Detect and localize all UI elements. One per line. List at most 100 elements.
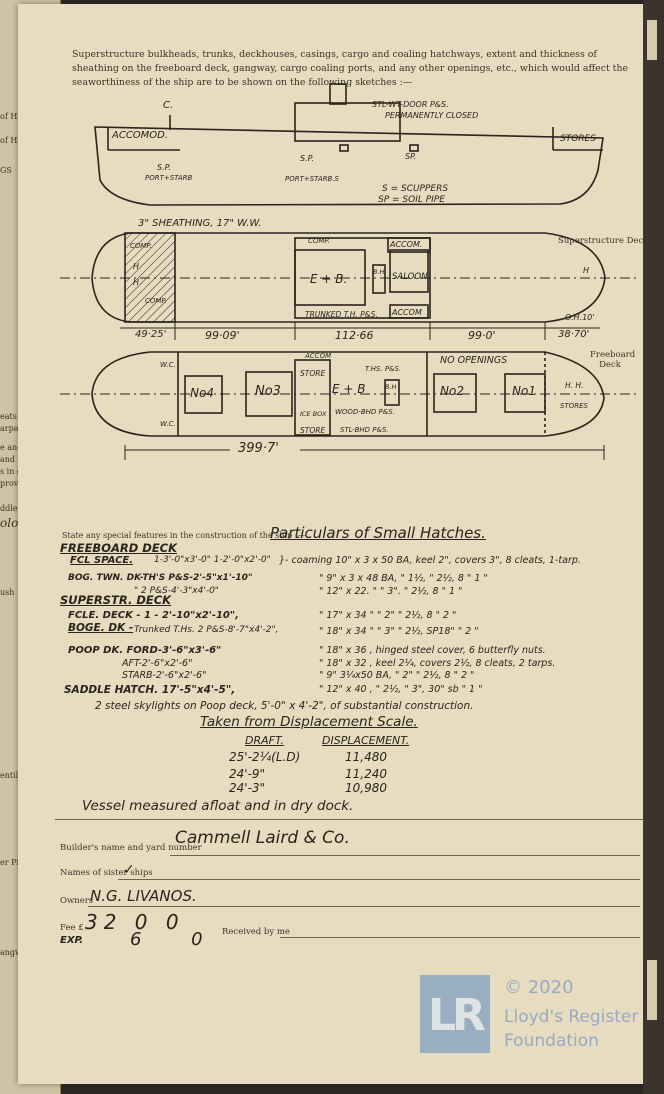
- displacement-value: 11,480: [345, 750, 387, 764]
- saloon-label: SALOON: [392, 272, 428, 282]
- superstructure-plan: [91, 232, 606, 323]
- divider: [55, 819, 644, 820]
- hatch-name: POOP DK. FORD-3'-6"x3'-6": [68, 645, 222, 656]
- displacement-value: 11,240: [345, 767, 387, 781]
- stores-label: STORES: [560, 134, 596, 144]
- displacement-header: DISPLACEMENT.: [322, 734, 410, 747]
- special-features-title: Particulars of Small Hatches.: [270, 524, 486, 542]
- hatch-name: SADDLE HATCH. 17'-5"x4'-5",: [64, 684, 236, 696]
- tunnel-hatch-label: T.HS. P&S.: [365, 365, 402, 373]
- displacement-value: 10,980: [345, 781, 387, 795]
- soil-pipe-legend: SP = SOIL PIPE: [378, 195, 445, 205]
- edge-fragment: of Ha: [0, 136, 23, 145]
- displacement-title: Taken from Displacement Scale.: [200, 714, 418, 730]
- edge-fragment: provid: [0, 479, 26, 488]
- hatch-h-label: H: [583, 266, 590, 275]
- edge-fragment: ush Bu: [0, 588, 28, 597]
- draft-header: DRAFT.: [245, 734, 284, 747]
- accom-label: ACCOM.: [390, 240, 423, 249]
- port-starb-label: PORT+STARB.S: [285, 175, 339, 183]
- watermark-year: © 2020: [504, 977, 574, 998]
- edge-fragment: arpaul: [0, 424, 27, 433]
- dimension: 99·09': [205, 329, 240, 342]
- funnel-label: C.: [163, 100, 174, 111]
- ice-box-label: ICE BOX: [300, 410, 327, 418]
- edge-fragment: eats: [0, 412, 17, 421]
- sister-ships-label: Names of sister ships: [60, 868, 153, 878]
- hatch-h-label: H: [133, 278, 140, 287]
- bulkhead-label: B.H: [373, 268, 385, 276]
- hatch-desc: " 12" x 40 , " 2½, " 3", 30" sb " 1 ": [319, 684, 483, 695]
- midship-house: [294, 102, 401, 142]
- received-label: Received by me: [222, 927, 290, 937]
- accom-label: ACCOM: [305, 352, 332, 360]
- edge-fragment: and we: [0, 455, 30, 464]
- port-starb-label: PORT+STARB: [145, 174, 193, 182]
- edge-fragment: olo: [0, 516, 19, 530]
- hatch-h-label: H: [133, 262, 140, 271]
- hatch-desc: " 9" x 3 x 48 BA, " 1½, " 2½, 8 " 1 ": [319, 573, 488, 584]
- hatch-desc: " 12" x 22. " " 3". " 2½, 8 " 1 ": [319, 586, 463, 597]
- right-binding-edge: [643, 0, 664, 1094]
- steel-bulkhead-label: STL-BHD P&S.: [340, 426, 389, 434]
- comp-label: COMP.: [130, 242, 152, 250]
- overhang-label: O.H.10': [565, 313, 595, 322]
- received-line: [280, 937, 640, 938]
- edge-fragment: GS: [0, 166, 12, 175]
- edge-fragment: angway: [0, 948, 32, 957]
- soil-pipe-label: S.P.: [300, 154, 314, 163]
- freeboard-deck-title: Freeboard Deck: [590, 350, 636, 370]
- hatch-desc: " 18" x 36 , hinged steel cover, 6 butte…: [319, 645, 546, 656]
- hatch-name: FCLE. DECK - 1 - 2'-10"x2'-10",: [68, 610, 239, 621]
- hatch-name: AFT-2'-6"x2'-6": [122, 658, 193, 669]
- accom-label: ACCOM: [392, 308, 422, 317]
- watermark-line1: Lloyd's Register: [504, 1007, 639, 1027]
- store-label: STORE: [300, 369, 326, 378]
- edge-fragment: s in g: [0, 467, 23, 476]
- wc-label: W.C.: [160, 420, 176, 428]
- draft-value: 24'-3": [229, 781, 266, 795]
- edge-fragment: ddley,: [0, 504, 24, 513]
- lr-logo: LR: [420, 975, 490, 1053]
- edge-fragment: er Pipes: [0, 858, 34, 867]
- sister-ships-value: ✓: [123, 862, 135, 878]
- hull-profile: [94, 126, 604, 206]
- owners-label: Owners: [60, 896, 94, 906]
- hatch-name: STARB-2'-6"x2'-6": [122, 670, 207, 681]
- edge-fragment: entilat: [0, 771, 27, 780]
- engine-boiler-label: E + B: [332, 382, 366, 396]
- comp-label: COMP.: [145, 297, 167, 305]
- hatch-desc: " 18" x 32 , keel 2¼, covers 2½, 8 cleat…: [319, 658, 556, 669]
- door-label-2: PERMANENTLY CLOSED: [385, 111, 479, 120]
- hh-label: H. H.: [565, 381, 584, 390]
- stores-label: STORES: [560, 402, 588, 410]
- dimension: 112·66: [335, 329, 374, 342]
- hatch-desc: " 9" 3¼x50 BA, " 2" " 2½, 8 " 2 ": [319, 670, 475, 681]
- hatch-no4-label: No4: [190, 386, 214, 400]
- edge-fragment: e and: [0, 443, 23, 452]
- owners-value: N.G. LIVANOS.: [90, 887, 197, 905]
- store-label: STORE: [300, 426, 326, 435]
- wc-label: W.C.: [160, 361, 176, 369]
- sister-line: [118, 879, 640, 880]
- header-instruction: Superstructure bulkheads, trunks, deckho…: [72, 49, 629, 88]
- engine-boiler-label: E + B.: [310, 272, 348, 286]
- superstructure-deck-title: Superstructure Deck: [558, 236, 649, 246]
- hatch-no1-label: No1: [512, 384, 536, 398]
- exp-label: EXP.: [60, 935, 84, 946]
- hatch-size: " 2 P&S-4'-3"x4'-0": [134, 586, 219, 596]
- trunked-label: TRUNKED T.H. P&S.: [305, 310, 378, 319]
- hatch-no1: [504, 373, 546, 413]
- comp-label: COMP.: [308, 237, 330, 245]
- hatch-no2-label: No2: [440, 384, 464, 398]
- exp-value: 6 0: [130, 929, 225, 950]
- overall-length: 399·7': [238, 441, 279, 456]
- ship-drawings: [60, 83, 640, 460]
- wood-bulkhead-label: WOOD-BHD P&S.: [335, 408, 395, 416]
- fee-label: Fee £: [60, 923, 84, 933]
- draft-value: 25'-2¼(L.D): [229, 750, 301, 764]
- freeboard-plan: [91, 351, 605, 437]
- builder-line: [170, 855, 640, 856]
- no-openings-label: NO OPENINGS: [440, 355, 508, 366]
- hatch-name: BOGE. DK -: [68, 622, 134, 634]
